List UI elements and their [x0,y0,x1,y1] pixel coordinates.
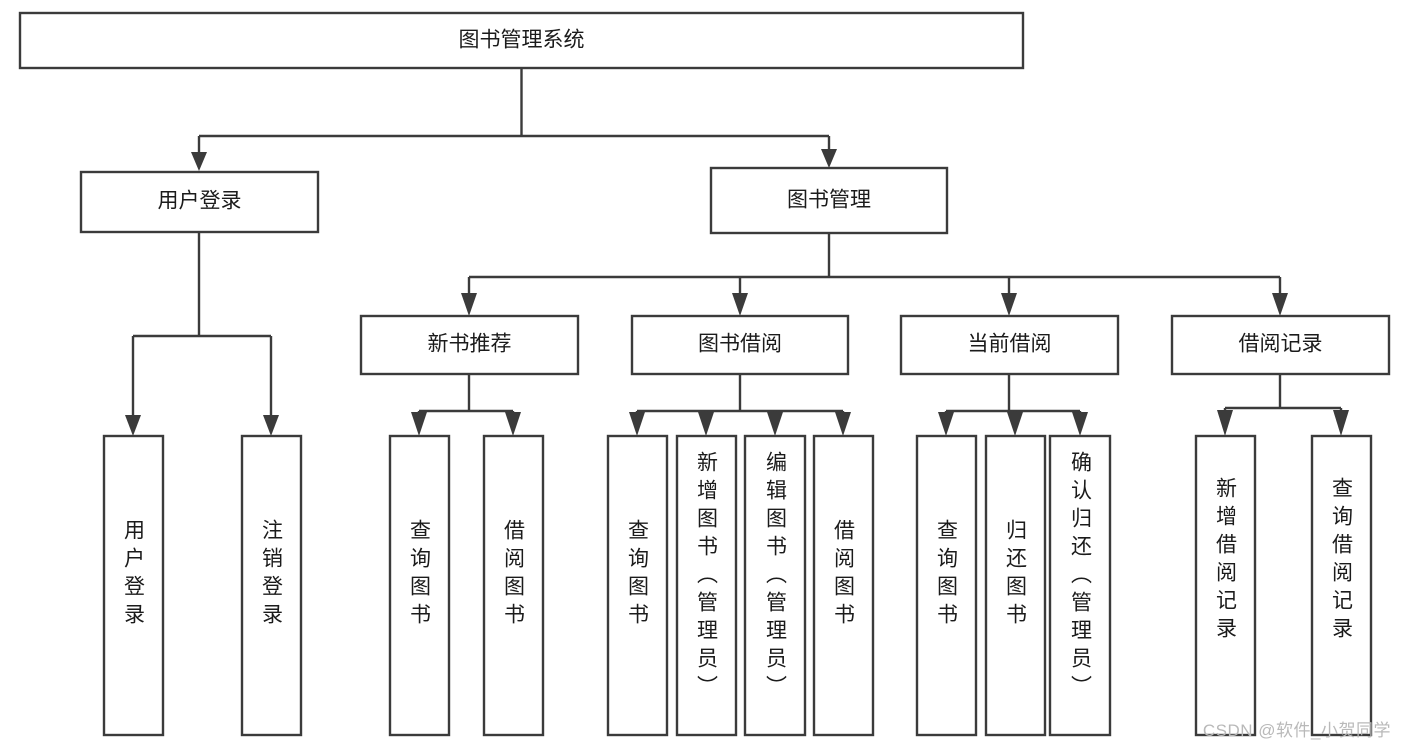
arrow-bm-to-book-borrow [732,293,748,316]
arrow-cb-to-leaf-3 [1072,412,1088,436]
node-current-borrow[interactable]: 当前借阅 [899,314,1120,376]
node-new-book-recommend[interactable]: 新书推荐 [359,314,580,376]
leaf-node[interactable]: 查询图书 [388,434,451,737]
arrow-nbr-to-leaf-2 [505,412,521,436]
node-borrow-record[interactable]: 借阅记录 [1170,314,1391,376]
leaf-borrow-book-1-label: 借阅图书 [502,519,526,631]
node-book-borrow-label: 图书借阅 [698,333,782,356]
arrow-br-to-leaf-2 [1333,410,1349,436]
leaf-query-book-1-box[interactable] [388,434,451,737]
node-book-management-box[interactable] [709,166,949,235]
leaf-node[interactable]: 确认归还（管理员） [1048,434,1112,737]
leaf-add-record-label: 新增借阅记录 [1214,477,1238,645]
leaf-node[interactable]: 借阅图书 [812,434,875,737]
leaf-node[interactable]: 归还图书 [984,434,1047,737]
arrow-root-to-book-management [821,149,837,168]
leaf-user-logout-label: 注销登录 [260,519,284,631]
leaf-node[interactable]: 借阅图书 [482,434,545,737]
leaf-user-login-box[interactable] [102,434,165,737]
node-borrow-record-label: 借阅记录 [1239,333,1323,356]
leaf-query-book-2-box[interactable] [606,434,669,737]
connector-group-user-login [125,232,279,436]
node-borrow-record-box[interactable] [1170,314,1391,376]
leaf-borrow-book-2-label: 借阅图书 [832,519,856,631]
leaf-node[interactable]: 用户登录 [102,434,165,737]
leaf-return-book-box[interactable] [984,434,1047,737]
leaf-user-logout-box[interactable] [240,434,303,737]
leaf-add-record-box[interactable] [1194,434,1257,737]
leaf-add-book-label: 新增图书（管理员） [695,451,719,703]
leaf-query-record-box[interactable] [1310,434,1373,737]
leaf-node[interactable]: 新增借阅记录 [1194,434,1257,737]
node-root[interactable]: 图书管理系统 [18,11,1025,70]
leaf-return-book-label: 归还图书 [1004,519,1028,631]
arrow-bm-to-new-book-recommend [461,293,477,316]
node-root-label: 图书管理系统 [459,29,585,52]
leaf-query-book-3-label: 查询图书 [935,519,959,631]
leaf-node[interactable]: 查询图书 [915,434,978,737]
arrow-user-login-to-leaf-2 [263,415,279,436]
node-root-box[interactable] [18,11,1025,70]
node-book-borrow[interactable]: 图书借阅 [630,314,850,376]
leaf-node[interactable]: 注销登录 [240,434,303,737]
node-book-management-label: 图书管理 [787,189,871,212]
connector-group-book-borrow [629,374,851,436]
node-book-management[interactable]: 图书管理 [709,166,949,235]
arrow-root-to-user-login [191,152,207,171]
leaf-node[interactable]: 编辑图书（管理员） [743,434,807,737]
connector-group-current-borrow [938,374,1088,436]
leaf-query-record-label: 查询借阅记录 [1330,477,1354,645]
arrow-user-login-to-leaf-1 [125,415,141,436]
connector-group-new-book-recommend [411,374,521,436]
leaf-edit-book-box[interactable] [743,434,807,737]
leaf-node[interactable]: 新增图书（管理员） [675,434,738,737]
arrow-bb-to-leaf-3 [767,412,783,436]
connector-group-borrow-record [1217,374,1349,436]
node-current-borrow-box[interactable] [899,314,1120,376]
leaf-confirm-return-label: 确认归还（管理员） [1069,451,1093,703]
node-user-login-box[interactable] [79,170,320,234]
leaf-add-book-box[interactable] [675,434,738,737]
node-current-borrow-label: 当前借阅 [968,333,1052,356]
arrow-br-to-leaf-1 [1217,410,1233,436]
leaf-borrow-book-2-box[interactable] [812,434,875,737]
arrow-bm-to-current-borrow [1001,293,1017,316]
node-new-book-recommend-label: 新书推荐 [428,333,512,356]
arrow-bb-to-leaf-4 [835,412,851,436]
leaf-confirm-return-box[interactable] [1048,434,1112,737]
leaf-user-login-label: 用户登录 [122,519,146,631]
arrow-cb-to-leaf-1 [938,412,954,436]
arrow-nbr-to-leaf-1 [411,412,427,436]
leaf-node[interactable]: 查询图书 [606,434,669,737]
leaf-edit-book-label: 编辑图书（管理员） [764,451,788,703]
arrow-bb-to-leaf-2 [698,412,714,436]
leaf-query-book-3-box[interactable] [915,434,978,737]
connector-group-root [191,68,837,171]
leaf-borrow-book-1-box[interactable] [482,434,545,737]
arrow-cb-to-leaf-2 [1007,412,1023,436]
connector-group-book-management [461,233,1288,316]
leaf-query-book-1-label: 查询图书 [408,519,432,631]
node-book-borrow-box[interactable] [630,314,850,376]
node-user-login-label: 用户登录 [158,190,242,213]
node-user-login[interactable]: 用户登录 [79,170,320,234]
arrow-bm-to-borrow-record [1272,293,1288,316]
node-new-book-recommend-box[interactable] [359,314,580,376]
leaf-node[interactable]: 查询借阅记录 [1310,434,1373,737]
arrow-bb-to-leaf-1 [629,412,645,436]
leaf-query-book-2-label: 查询图书 [626,519,650,631]
